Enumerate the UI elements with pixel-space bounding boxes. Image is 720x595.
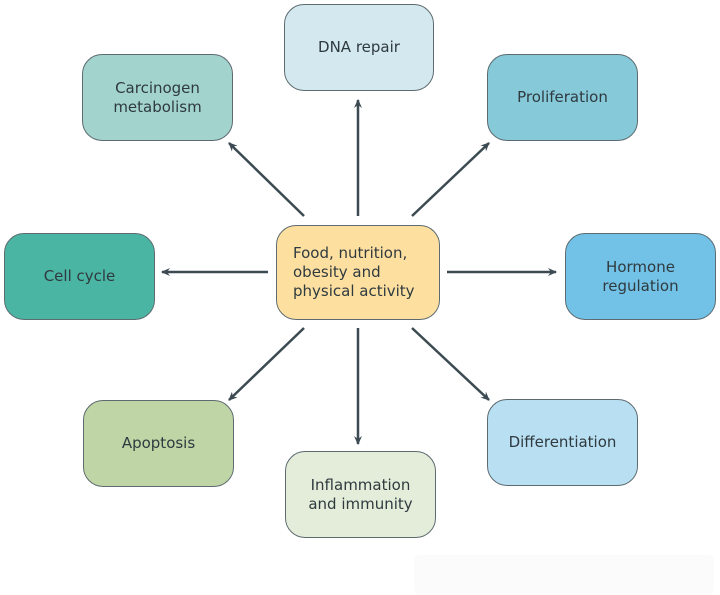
node-label: Proliferation [517,88,608,106]
node-inflammation-immunity: Inflammation and immunity [285,451,436,538]
arrow-to-differentiation [411,327,490,401]
node-cell-cycle: Cell cycle [4,233,155,320]
node-label: Apoptosis [121,434,196,452]
node-label: Hormone regulation [602,257,679,295]
node-label: Carcinogen metabolism [113,78,202,116]
node-label: DNA repair [318,38,400,56]
node-carcinogen-metabolism: Carcinogen metabolism [82,54,233,141]
arrow-to-apoptosis [228,327,305,401]
node-proliferation: Proliferation [487,54,638,141]
node-dna-repair: DNA repair [284,4,434,91]
node-differentiation: Differentiation [487,399,638,486]
faint-background-panel [414,555,714,595]
node-label: Cell cycle [43,267,116,285]
node-label: Inflammation and immunity [308,475,413,513]
node-hormone-regulation: Hormone regulation [565,233,716,320]
arrow-to-proliferation [411,142,490,217]
center-node-label: Food, nutrition, obesity and physical ac… [293,244,415,300]
node-apoptosis: Apoptosis [83,400,234,487]
node-label: Differentiation [508,433,617,451]
center-node-food-nutrition: Food, nutrition, obesity and physical ac… [276,225,440,320]
arrow-to-carcinogen-metabolism [228,142,305,217]
